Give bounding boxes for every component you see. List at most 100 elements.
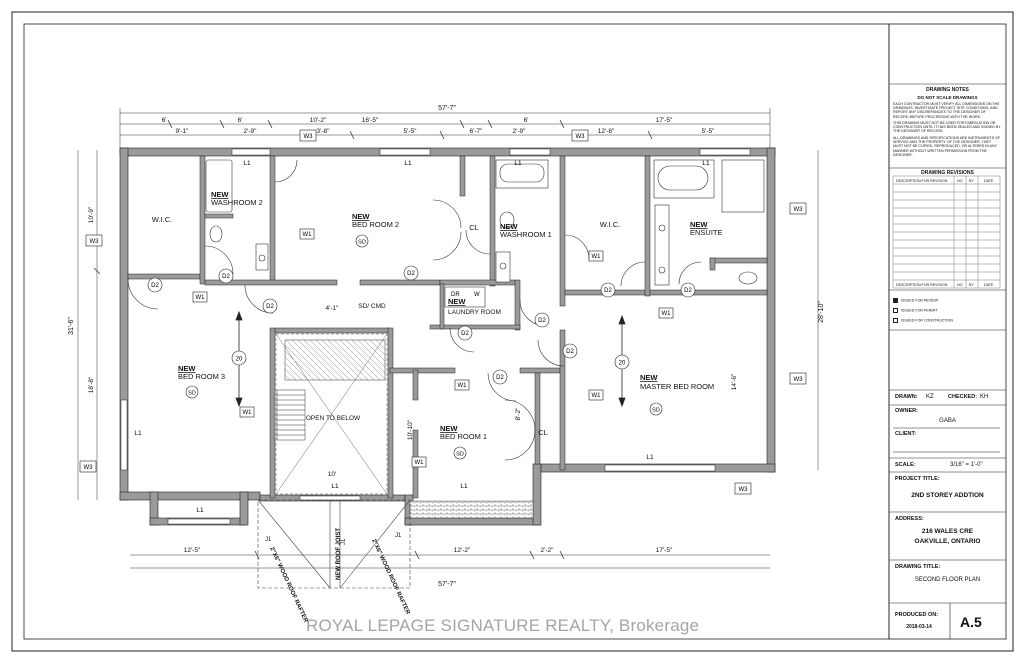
sd-bed1: SD (453, 446, 467, 460)
room-closet-bottom: CL (538, 428, 548, 437)
interior-walls (127, 155, 768, 499)
rev-col-number-bottom: NO. (957, 283, 964, 287)
d2-tag-5: D2 (457, 325, 473, 341)
room-closet-top: CL (469, 223, 479, 232)
w1-tag-8: W1 (658, 307, 674, 319)
d2-tag-1: D2 (147, 277, 163, 293)
address-line-2: OAKVILLE, ONTARIO (914, 538, 981, 545)
rafter-label-right: 2"X6" WOOD ROOF RAFTER (370, 538, 411, 616)
l1-label-3: L1 (514, 160, 522, 167)
roof-extension (257, 499, 411, 589)
w3-tag-2-label: W3 (576, 134, 586, 140)
window-w1-tags: W1 W1 W1 W1 W1 W1 W1 W1 (192, 228, 674, 468)
top-dim-row2-4: 5'-5" (404, 128, 418, 135)
revisions-title: DRAWING REVISIONS (921, 170, 974, 176)
span-bed3-label: 20 (236, 357, 243, 363)
bottom-dim-3: 2'-2" (541, 547, 555, 554)
laundry-washer-label: W (474, 292, 480, 298)
door-swings (127, 159, 702, 461)
w3-tag-1-label: W3 (304, 134, 314, 140)
w3-tag-4: W3 (79, 460, 97, 473)
brick-ledge (409, 500, 534, 519)
rev-col-by: BY (969, 179, 974, 183)
d2-tag-1-label: D2 (151, 283, 159, 289)
d2-tag-4: D2 (403, 265, 419, 281)
d2-tag-6-label: D2 (538, 318, 546, 324)
owner-label: OWNER: (895, 408, 918, 414)
w3-tag-5: W3 (789, 202, 807, 215)
w3-tag-3-label: W3 (90, 239, 100, 245)
sd-bed2: SD (355, 234, 369, 248)
room-labels: W.I.C. NEW WASHROOM 2 NEW BED ROOM 2 CL … (152, 190, 723, 441)
checkbox-checked-icon[interactable] (893, 298, 898, 303)
issued-for-construction-row[interactable]: ISSUED FOR CONSTRUCTION (893, 318, 1003, 323)
w3-tag-7: W3 (734, 482, 752, 495)
checkbox-empty-icon[interactable] (893, 318, 898, 323)
drawn-label: DRAWN: (895, 394, 918, 400)
checkbox-empty-icon[interactable] (893, 308, 898, 313)
note-not-for-construction: THIS DRAWING MUST NOT BE USED FOR FABRIC… (893, 121, 1001, 134)
revision-grid (892, 175, 1001, 289)
issued-for-review-label: ISSUED FOR REVIEW (901, 298, 939, 303)
d2-tag-5-label: D2 (461, 331, 469, 337)
room-new-tag-laundry: NEW (448, 297, 466, 306)
issued-for-review-row[interactable]: ISSUED FOR REVIEW (893, 298, 1003, 303)
checked-value: KH (980, 394, 989, 400)
w3-tag-3: W3 (85, 234, 103, 247)
span-indicators: 20 20 (231, 350, 630, 370)
project-title-label: PROJECT TITLE: (895, 476, 940, 482)
top-dim-4: 16'-5" (362, 117, 379, 124)
w1-tag-2: W1 (299, 228, 315, 240)
issued-for-permit-row[interactable]: ISSUED FOR PERMIT (893, 308, 1003, 313)
open-to-below-area (275, 333, 388, 495)
w1-tag-6-label: W1 (592, 254, 602, 260)
w1-tag-1: W1 (192, 291, 208, 303)
w3-tag-1: W3 (299, 129, 317, 142)
sd-master: SD (649, 402, 663, 416)
bottom-dim-1: 12'-5" (184, 547, 201, 554)
room-bed-3: BED ROOM 3 (178, 372, 225, 381)
d2-tag-10-label: D2 (684, 288, 692, 294)
rev-col-number: NO. (957, 179, 964, 183)
l1-label-8: L1 (460, 483, 468, 490)
room-new-tag-bed1: NEW (440, 424, 458, 433)
rev-col-description-bottom: DESCRIPTION FOR REVISION (896, 283, 948, 287)
room-ensuite: ENSUITE (690, 228, 723, 237)
room-sd-cmd: SD/ CMD (358, 303, 386, 310)
title-block-dividers (889, 83, 1006, 639)
smoke-detectors: SD SD SD SD (185, 234, 663, 460)
right-overall-dim: 28'-10" (818, 301, 825, 323)
d2-tag-4-label: D2 (407, 271, 415, 277)
d2-tag-7: D2 (562, 343, 578, 359)
w3-tag-6: W3 (789, 372, 807, 385)
rev-col-by-bottom: BY (969, 283, 974, 287)
w1-tag-6: W1 (588, 250, 604, 262)
top-dim-2: 6' (238, 117, 243, 124)
issued-for-construction-label: ISSUED FOR CONSTRUCTION (901, 318, 953, 323)
room-open-to-below: OPEN TO BELOW (306, 415, 361, 422)
rev-col-description: DESCRIPTION FOR REVISION (896, 179, 948, 183)
w1-tag-2-label: W1 (303, 232, 313, 238)
room-new-tag-bed3: NEW (178, 364, 196, 373)
open-width-dim: 10' (328, 471, 336, 478)
top-dim-1: 6' (162, 117, 167, 124)
sd-bed3-label: SD (188, 391, 196, 397)
w1-tag-8-label: W1 (662, 311, 672, 317)
top-dim-5: 6' (524, 117, 529, 124)
window-w3-tags: W3 W3 W3 W3 W3 W3 W3 (79, 129, 807, 495)
room-bed-2: BED ROOM 2 (352, 220, 399, 229)
room-new-tag-washroom1: NEW (500, 222, 518, 231)
sheet-border (11, 11, 1014, 652)
left-dim-2: 18'-8" (88, 376, 95, 393)
w3-tag-7-label: W3 (739, 487, 749, 493)
w1-tag-4: W1 (454, 379, 470, 391)
top-dim-row2-8: 5'-5" (702, 128, 716, 135)
w1-tag-3-label: W1 (243, 410, 253, 416)
room-washroom-2: WASHROOM 2 (211, 198, 263, 207)
master-height-dim: 14'-6" (731, 373, 738, 390)
room-new-tag-master: NEW (640, 373, 658, 382)
d2-tag-10: D2 (680, 282, 696, 298)
rev-col-date: DATE (984, 179, 994, 183)
w1-tag-7-label: W1 (592, 393, 602, 399)
